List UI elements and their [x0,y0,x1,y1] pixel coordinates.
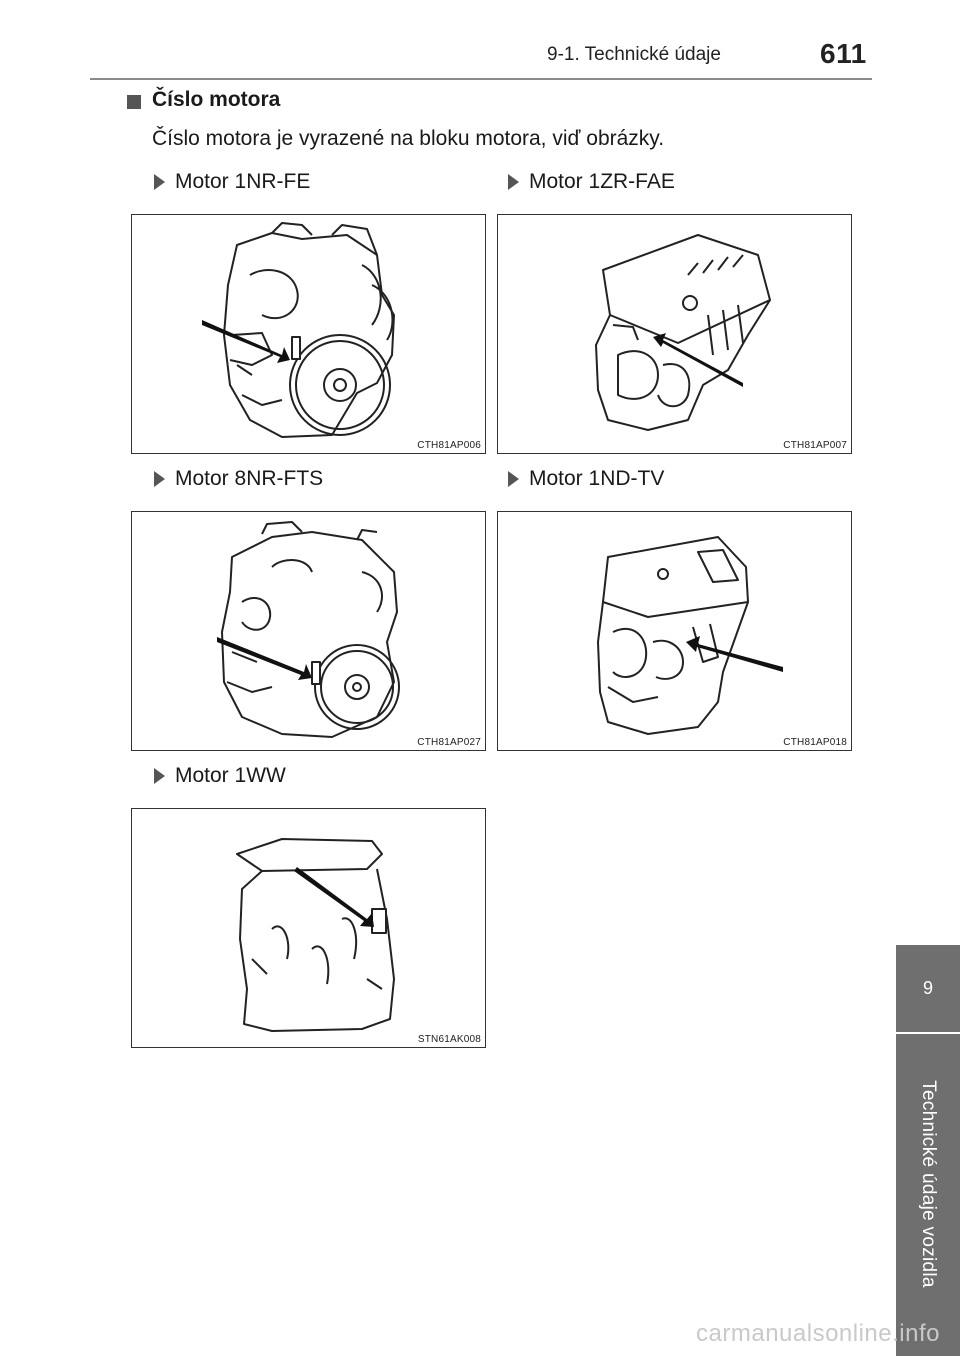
engine-illustration-icon [217,521,400,738]
engine-illustration-icon [236,838,395,1032]
figure-caption-text: Motor 1ZR-FAE [529,170,675,193]
chapter-tab-number: 9 [896,945,960,1032]
watermark-text: carmanualsonline.info [696,1320,940,1347]
section-body: Číslo motora je vyrazené na bloku motora… [152,127,665,150]
figure-caption-3: Motor 8NR-FTS [154,467,323,491]
figure-panel-5: STN61AK008 [131,808,486,1048]
image-code: CTH81AP006 [417,440,481,451]
triangle-bullet-icon [508,174,519,190]
triangle-bullet-icon [154,174,165,190]
figure-caption-text: Motor 1NR-FE [175,170,311,193]
figure-panel-4: CTH81AP018 [497,511,852,751]
section-square-icon [127,95,141,109]
figure-caption-1: Motor 1NR-FE [154,170,310,194]
triangle-bullet-icon [154,471,165,487]
figure-caption-text: Motor 8NR-FTS [175,467,324,490]
image-code: STN61AK008 [417,1034,481,1045]
figure-panel-2: CTH81AP007 [497,214,852,454]
engine-illustration-icon [202,222,395,438]
engine-illustration-icon [597,536,783,735]
image-code: CTH81AP018 [783,737,847,748]
image-code: CTH81AP027 [417,737,481,748]
chapter-tab-title-text: Technické údaje vozidla [918,1080,940,1288]
engine-illustration-icon [595,234,771,431]
triangle-bullet-icon [508,471,519,487]
figure-caption-5: Motor 1WW [154,764,286,788]
image-code: CTH81AP007 [783,440,847,451]
figure-panel-3: CTH81AP027 [131,511,486,751]
header-divider [90,78,872,80]
triangle-bullet-icon [154,768,165,784]
page-number: 611 [820,38,867,69]
figure-caption-2: Motor 1ZR-FAE [508,170,675,194]
figure-caption-4: Motor 1ND-TV [508,467,664,491]
chapter-tab-bar [896,1034,960,1356]
figure-panel-1: CTH81AP006 [131,214,486,454]
section-title: Číslo motora [152,88,281,111]
figure-caption-text: Motor 1ND-TV [529,467,665,490]
section-header: 9-1. Technické údaje [547,44,721,65]
chapter-tab-title: Technické údaje vozidla [896,1034,960,1334]
figure-caption-text: Motor 1WW [175,764,286,787]
